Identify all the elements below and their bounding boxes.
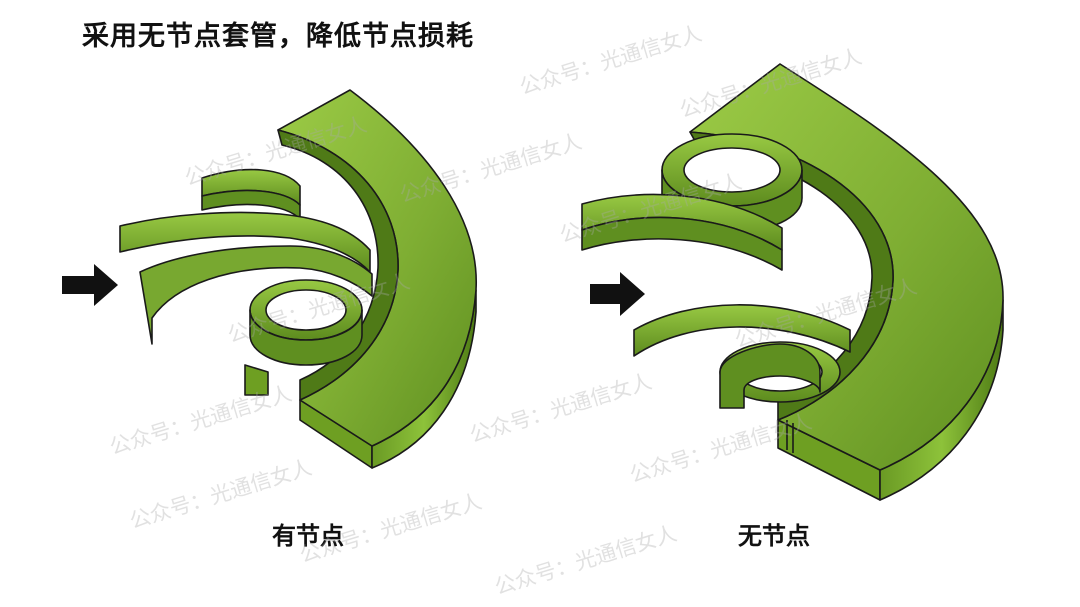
left-split-branch-lower: [139, 245, 373, 345]
left-with-node-tube: [119, 89, 477, 469]
right-lower-branch: [633, 304, 851, 357]
right-outer-slab-top: [689, 63, 1004, 471]
page-title: 采用无节点套管，降低节点损耗: [82, 21, 474, 52]
left-inner-wall: [277, 129, 399, 401]
right-right-arrow-icon: [590, 272, 645, 316]
left-lower-ring-hole: [265, 289, 347, 331]
left-lower-stub: [244, 364, 269, 396]
caption-with-node: 有节点: [272, 522, 344, 550]
caption-without-node: 无节点: [738, 522, 810, 550]
right-lower-ring-front: [719, 343, 821, 409]
right-upper-ring-hole: [683, 147, 781, 193]
right-without-node-tube: [581, 63, 1004, 501]
right-upper-branch-front: [581, 216, 783, 271]
left-lower-ring-front: [249, 309, 363, 366]
left-right-arrow-icon: [62, 264, 118, 306]
right-inner-wall: [689, 131, 894, 421]
